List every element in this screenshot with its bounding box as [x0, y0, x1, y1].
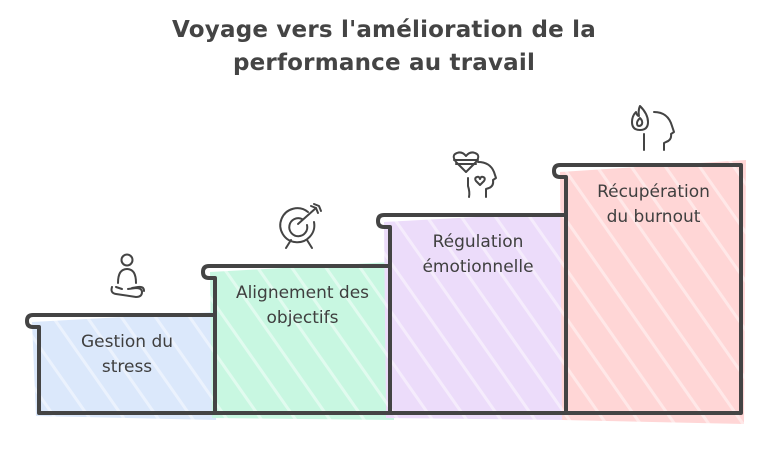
step-2-label: Alignement des objectifs: [215, 281, 390, 331]
step-1-fill: [32, 312, 216, 420]
step-4-label: Récupération du burnout: [566, 180, 741, 230]
step-1-label-line-1: Gestion du: [80, 332, 174, 352]
target-arrow-icon: [279, 203, 322, 249]
step-3-label-line-2: émotionnelle: [422, 257, 534, 277]
step-1-label: Gestion du stress: [39, 330, 215, 380]
step-2-outline: [201, 264, 392, 415]
step-4-label-line-1: Récupération: [597, 182, 710, 202]
step-2-label-line-1: Alignement des: [235, 283, 370, 303]
step-3-label: Régulation émotionnelle: [390, 230, 566, 280]
flame-head-icon: [631, 105, 675, 151]
meditation-icon: [110, 253, 145, 298]
heart-head-icon: [452, 151, 497, 198]
step-4-outline: [552, 163, 743, 415]
step-4-fill: [560, 160, 746, 424]
diagram-title: Voyage vers l'amélioration de la perform…: [0, 14, 768, 80]
step-3-label-line-1: Régulation: [432, 232, 524, 252]
step-1-outline: [25, 313, 217, 415]
step-3-fill: [384, 212, 568, 420]
step-2-fill: [210, 262, 394, 420]
title-line-1: Voyage vers l'amélioration de la: [172, 17, 596, 43]
step-3-outline: [376, 213, 568, 415]
step-2-label-line-2: objectifs: [266, 308, 339, 328]
step-4-label-line-2: du burnout: [606, 207, 701, 227]
step-1-label-line-2: stress: [101, 357, 153, 377]
title-line-2: performance au travail: [232, 50, 536, 76]
